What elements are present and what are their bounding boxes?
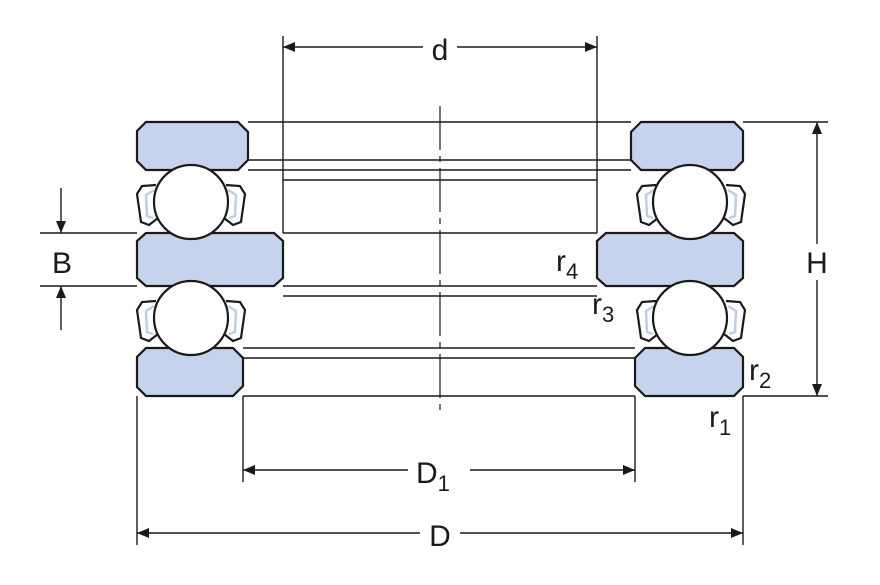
ball-lower-left [152,279,230,357]
ball-upper-left [152,163,230,241]
lower-washer-right [633,346,745,398]
label-b: B [52,247,72,280]
label-d: d [432,34,449,67]
shaft-washer-left [135,231,285,288]
dimension-d1: D1 [242,396,636,496]
ball-lower-right [651,279,729,357]
upper-washer-left [135,120,250,172]
label-h: H [806,247,828,280]
dimension-D: D [136,396,744,553]
balls [152,163,729,357]
dimension-b: B [40,188,137,330]
label-r2: r2 [749,354,771,393]
label-r4: r4 [556,245,578,284]
lower-washer-left [135,346,245,398]
dimension-h: H [743,121,828,397]
bore-lines [243,36,635,397]
radius-labels: r4 r3 r2 r1 [556,245,771,440]
rings [135,120,745,398]
cages [135,183,747,343]
ball-upper-right [651,163,729,241]
dimension-d: d [283,34,597,67]
label-r1: r1 [709,401,731,440]
label-r3: r3 [592,288,614,327]
shaft-washer-right [595,231,745,288]
upper-washer-right [629,120,745,172]
label-d1: D1 [416,457,450,496]
label-D: D [429,520,451,553]
